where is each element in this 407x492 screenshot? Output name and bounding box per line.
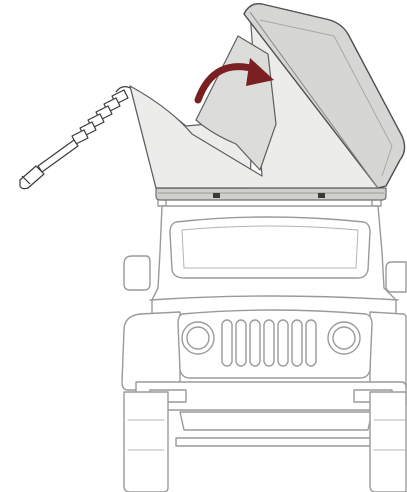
headlight-right-inner xyxy=(333,327,355,349)
jeep-front-icon xyxy=(122,198,406,492)
axle xyxy=(176,438,378,446)
mirror-left xyxy=(124,256,150,290)
telescopic-ladder-icon xyxy=(20,87,130,189)
tent-base xyxy=(156,188,386,200)
rooftop-tent-icon xyxy=(20,4,405,200)
headlight-left-inner xyxy=(187,327,209,349)
skid-plate xyxy=(180,412,372,430)
fender-right xyxy=(370,312,406,390)
front-bumper xyxy=(136,382,406,410)
tent-latch-left xyxy=(213,193,220,198)
fender-left xyxy=(122,312,180,390)
tire-right xyxy=(370,392,406,492)
ladder-pole xyxy=(38,140,78,172)
tent-latch-right xyxy=(318,193,325,198)
tire-left xyxy=(124,392,168,492)
mirror-right xyxy=(386,262,406,292)
